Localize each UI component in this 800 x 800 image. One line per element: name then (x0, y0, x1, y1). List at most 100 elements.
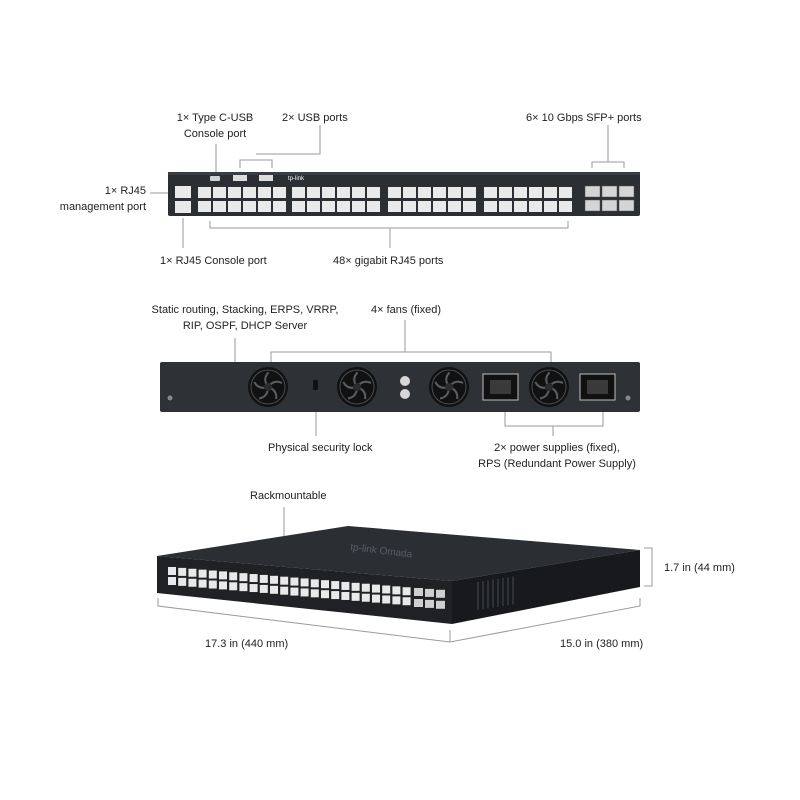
rj45-port (322, 187, 335, 198)
rj45-port (229, 572, 238, 581)
depth-dimension-label: 15.0 in (380 mm) (560, 638, 644, 650)
rj45-port (372, 594, 380, 603)
rj45-port (213, 187, 226, 198)
rj45-port (208, 580, 217, 589)
rj45-port (463, 187, 476, 198)
rj45-port (258, 201, 271, 212)
rj45-port (433, 201, 446, 212)
sfp-port (414, 599, 423, 607)
rj45-port (392, 596, 401, 605)
security-lock-label: Physical security lock (268, 442, 373, 454)
height-dimension-label: 1.7 in (44 mm) (664, 562, 735, 574)
rj45-port (307, 187, 320, 198)
rj45-port (367, 201, 380, 212)
fan-icon (337, 367, 377, 407)
rj45-port (229, 582, 238, 591)
rj45-port (392, 586, 401, 595)
rj45-port (198, 201, 211, 212)
rj45-port (219, 581, 227, 590)
rj45-port (388, 187, 401, 198)
rj45-port (402, 587, 411, 596)
rj45-port (270, 575, 278, 584)
rj45-port (300, 578, 309, 587)
rj45-port (259, 574, 268, 583)
rj45-port (307, 201, 320, 212)
sfp-port (414, 588, 423, 596)
rj45-port (403, 187, 416, 198)
rj45-port (388, 201, 401, 212)
type-c-console-label: 1× Type C-USB Console port (176, 112, 254, 140)
rj45-port (337, 201, 350, 212)
rj45-port (321, 580, 329, 589)
rj45-port (484, 187, 497, 198)
sfp-port (584, 199, 601, 212)
rj45-port (361, 583, 370, 592)
fans-label: 4× fans (fixed) (371, 304, 442, 316)
rj45-port (310, 579, 319, 588)
rj45-port (559, 201, 572, 212)
rj45-port (418, 201, 431, 212)
rj45-port (448, 201, 461, 212)
rj45-port (352, 187, 365, 198)
rj45-port (529, 187, 542, 198)
sfp-port (425, 599, 434, 608)
sfp-port (425, 588, 434, 597)
rj45-port (463, 201, 476, 212)
rj45-port (219, 571, 227, 580)
rj45-port (499, 201, 512, 212)
rj45-port (188, 568, 197, 577)
rj45-port (352, 201, 365, 212)
rj45-port (198, 579, 207, 588)
rj45-port (188, 578, 197, 587)
sfp-port (601, 199, 618, 212)
rj45-port (382, 585, 391, 594)
rj45-port (249, 584, 258, 593)
rj45-port (341, 591, 350, 600)
sfp-port (618, 199, 635, 212)
rj45-port (259, 584, 268, 593)
rj45-port (337, 187, 350, 198)
sfp-port (584, 185, 601, 198)
rackmountable-label: Rackmountable (250, 490, 327, 502)
rj45-port (529, 201, 542, 212)
rj45-port (300, 588, 309, 597)
rj45-port (367, 187, 380, 198)
usb-ports-label: 2× USB ports (282, 112, 348, 124)
sfp-ports-label: 6× 10 Gbps SFP+ ports (526, 112, 642, 124)
rj45-port (198, 187, 211, 198)
rj45-port (382, 595, 391, 604)
fan-icon (529, 367, 569, 407)
rj45-port (290, 577, 299, 586)
rj45-port (372, 584, 380, 593)
sfp-port (436, 589, 445, 598)
rj45-port (331, 591, 340, 600)
rj45-port (280, 586, 289, 595)
rj45-port (249, 574, 258, 583)
rj45-port (402, 597, 411, 606)
rj45-port (448, 187, 461, 198)
rj45-port (484, 201, 497, 212)
rj45-port (168, 567, 176, 575)
rj45-port (228, 187, 241, 198)
width-dimension-label: 17.3 in (440 mm) (205, 638, 289, 650)
rj45-port (514, 201, 527, 212)
sfp-port (601, 185, 618, 198)
rj45-port (341, 581, 350, 590)
rj45-management-label: 1× RJ45 management port (59, 185, 146, 213)
sfp-port (618, 185, 635, 198)
rj45-port (403, 201, 416, 212)
rj45-port (514, 187, 527, 198)
rj45-port (322, 201, 335, 212)
rj45-port (499, 187, 512, 198)
rj45-port (280, 576, 289, 585)
rj45-port (168, 577, 176, 585)
fan-icon (429, 367, 469, 407)
rj45-port (331, 581, 340, 590)
sfp-port (436, 600, 445, 609)
rj45-port (310, 589, 319, 598)
svg-text:tp-link: tp-link (288, 176, 305, 182)
rj45-console-label: 1× RJ45 Console port (160, 255, 267, 267)
rj45-port (273, 187, 286, 198)
rj45-port (243, 187, 256, 198)
